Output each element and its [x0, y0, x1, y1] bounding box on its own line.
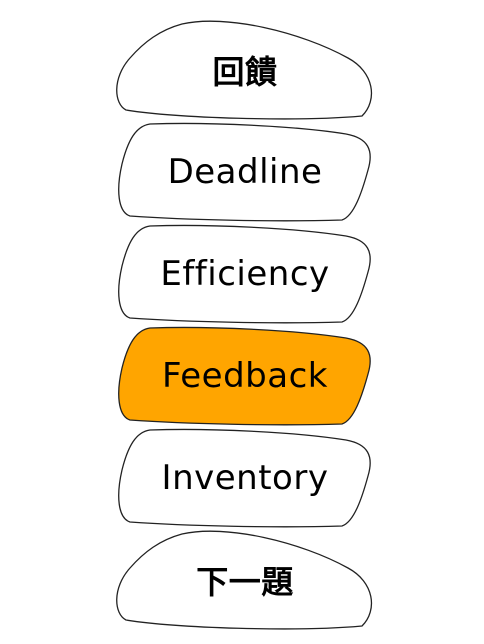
- card-shape: [116, 530, 372, 630]
- card-shape: [118, 326, 371, 426]
- option-feedback-button[interactable]: Feedback: [116, 324, 374, 428]
- button-label: 回饋: [212, 53, 278, 91]
- option-inventory-button[interactable]: Inventory: [116, 426, 374, 530]
- feedback-header-button[interactable]: 回饋: [116, 18, 374, 122]
- button-label: Efficiency: [160, 254, 330, 294]
- option-efficiency-button[interactable]: Efficiency: [116, 222, 374, 326]
- button-label: 下一題: [196, 563, 294, 601]
- button-label: Feedback: [162, 356, 328, 396]
- next-question-button[interactable]: 下一題: [116, 528, 374, 632]
- button-label: Inventory: [161, 458, 329, 498]
- option-deadline-button[interactable]: Deadline: [116, 120, 374, 224]
- card-shape: [118, 224, 371, 324]
- card-shape: [118, 122, 371, 222]
- card-shape: [116, 20, 372, 120]
- card-shape: [118, 428, 371, 528]
- button-label: Deadline: [167, 152, 323, 192]
